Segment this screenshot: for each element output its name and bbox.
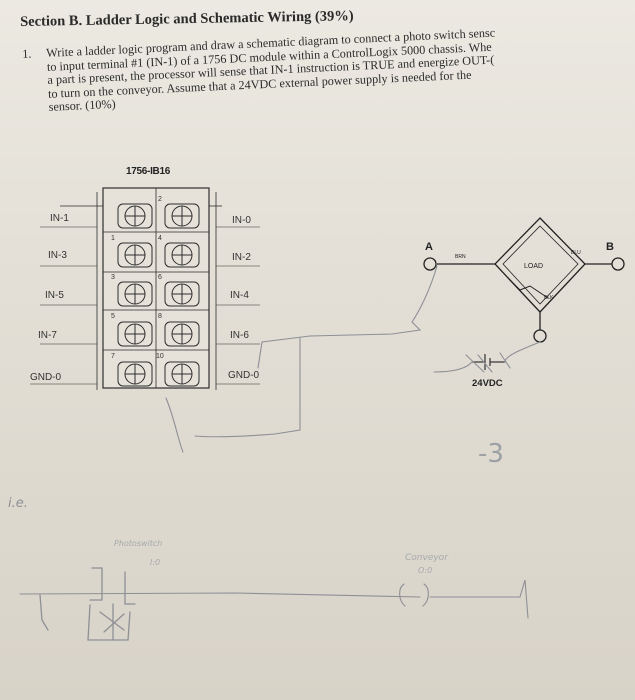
screw-terminal-icon bbox=[164, 281, 200, 307]
screw-terminal-icon bbox=[164, 242, 200, 268]
screw-terminal-icon bbox=[164, 203, 200, 229]
terminal-a-icon bbox=[423, 257, 437, 271]
terminal-number: 2 bbox=[158, 196, 162, 203]
power-supply-label: 24VDC bbox=[472, 378, 503, 389]
output-address-note: O:0 bbox=[418, 566, 432, 575]
label-in-5: IN-5 bbox=[45, 290, 64, 301]
label-gnd-right: GND-0 bbox=[228, 370, 260, 381]
photoswitch-note: Photoswitch bbox=[114, 539, 162, 548]
label-in-3: IN-3 bbox=[48, 250, 67, 261]
label-in-7: IN-7 bbox=[38, 330, 57, 341]
label-in-6: IN-6 bbox=[230, 330, 249, 341]
label-in-1: IN-1 bbox=[50, 213, 69, 224]
terminal-number: 1 bbox=[111, 235, 115, 242]
label-gnd-left: GND-0 bbox=[30, 372, 62, 383]
terminal-c-icon bbox=[533, 329, 547, 343]
score-mark: -3 bbox=[478, 439, 504, 469]
module-name: 1756-IB16 bbox=[126, 166, 170, 177]
label-in-0: IN-0 bbox=[232, 215, 251, 226]
terminal-number: 6 bbox=[158, 274, 162, 281]
label-in-4: IN-4 bbox=[230, 290, 249, 301]
pencil-wiring bbox=[19, 265, 541, 619]
screw-terminal-icon bbox=[164, 361, 200, 387]
terminal-b-icon bbox=[611, 257, 625, 271]
screw-terminal-icon bbox=[117, 203, 153, 229]
wire-blu-label: BLU bbox=[571, 250, 581, 256]
sensor-label-a: A bbox=[425, 241, 433, 253]
label-in-2: IN-2 bbox=[232, 252, 251, 263]
terminal-number: 3 bbox=[111, 274, 115, 281]
terminal-number: 4 bbox=[158, 235, 162, 242]
screw-terminal-icon bbox=[117, 321, 153, 347]
wire-blk-label: BLK bbox=[544, 295, 554, 301]
terminal-number: 10 bbox=[156, 353, 164, 360]
conveyor-note: Conveyor bbox=[405, 553, 449, 563]
wire-brn-label: BRN bbox=[455, 254, 466, 260]
ladder-contact-icon bbox=[39, 567, 136, 641]
terminal-number: 8 bbox=[158, 313, 162, 320]
sensor-load-text: LOAD bbox=[524, 263, 543, 270]
screw-terminal-icon bbox=[117, 242, 153, 268]
input-address-note: I:0 bbox=[150, 558, 160, 567]
sensor-label-b: B bbox=[606, 241, 614, 253]
photo-switch-sensor bbox=[423, 217, 625, 343]
terminal-block bbox=[30, 187, 260, 390]
ie-note: i.e. bbox=[8, 496, 28, 511]
screw-terminal-icon bbox=[164, 321, 200, 347]
terminal-number: 5 bbox=[111, 313, 115, 320]
screw-terminal-icon bbox=[117, 361, 153, 387]
terminal-number: 7 bbox=[111, 353, 115, 360]
screw-terminal-icon bbox=[117, 281, 153, 307]
